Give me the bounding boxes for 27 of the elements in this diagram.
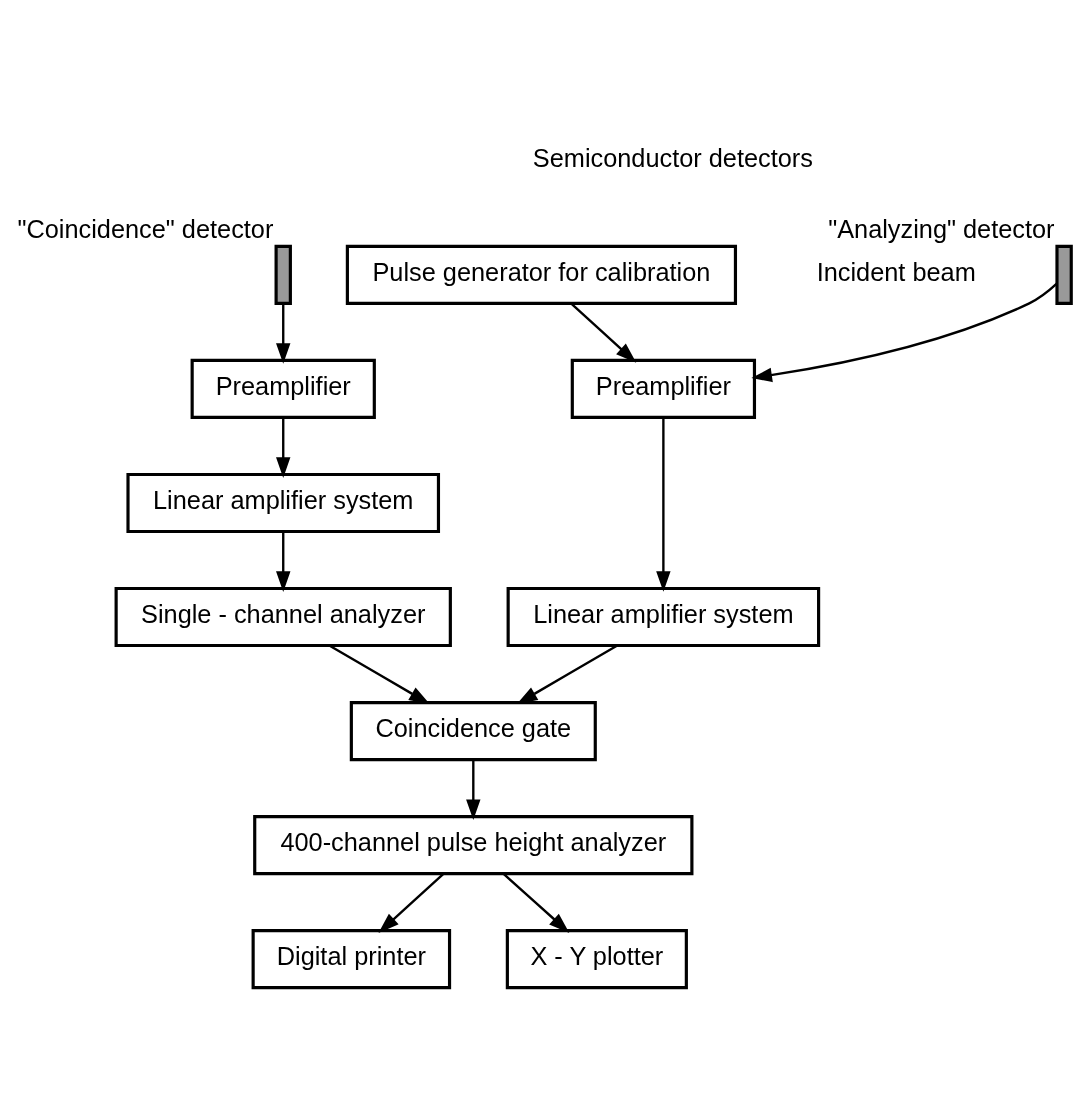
node-label: "Coincidence" detector (17, 214, 274, 243)
node-box: Single - channel analyzer (114, 586, 452, 647)
arrow (378, 872, 444, 933)
arrow (466, 759, 481, 820)
arrow (276, 303, 291, 364)
label: Incident beam (816, 257, 976, 286)
node-label: "Analyzing" detector (828, 214, 1055, 243)
node-box: Preamplifier (570, 358, 757, 419)
node-box (1055, 244, 1073, 305)
node-box: X - Y plotter (505, 928, 688, 989)
arrow (503, 872, 570, 933)
node-box: Coincidence gate (349, 700, 597, 761)
node-box: Linear amplifier system (126, 472, 441, 533)
node-box: Preamplifier (190, 358, 376, 419)
node-box: Pulse generator for calibration (345, 244, 738, 305)
node-box: Digital printer (251, 928, 452, 989)
arrow (276, 531, 291, 592)
arrow (751, 282, 1058, 382)
arrow (329, 644, 430, 704)
arrow (656, 417, 671, 592)
node-box: 400-channel pulse height analyzer (253, 814, 694, 875)
node-box (274, 244, 292, 305)
arrow (516, 644, 618, 704)
label: Semiconductor detectors (532, 143, 813, 172)
arrow (276, 417, 291, 478)
node-box: Linear amplifier system (506, 586, 821, 647)
arrow (570, 302, 637, 363)
